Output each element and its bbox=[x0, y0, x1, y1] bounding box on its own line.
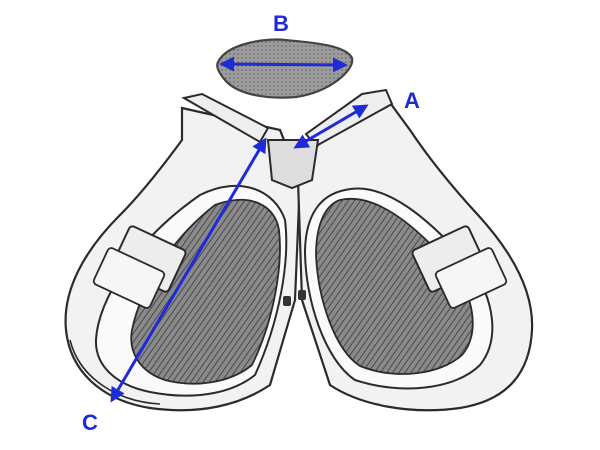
measure-c-arrow bbox=[110, 137, 267, 403]
label-c: C bbox=[82, 410, 98, 435]
label-a: A bbox=[404, 88, 420, 113]
clip-right bbox=[298, 290, 306, 300]
measure-b-arrow bbox=[219, 56, 348, 73]
label-b: B bbox=[273, 11, 289, 36]
left-top-strap bbox=[181, 92, 270, 144]
liner-pad bbox=[216, 38, 354, 99]
measure-a-arrow bbox=[293, 104, 369, 149]
center-tab bbox=[266, 139, 320, 190]
right-boot bbox=[296, 88, 534, 412]
clip-left bbox=[283, 296, 291, 306]
right-buckle bbox=[411, 225, 508, 309]
